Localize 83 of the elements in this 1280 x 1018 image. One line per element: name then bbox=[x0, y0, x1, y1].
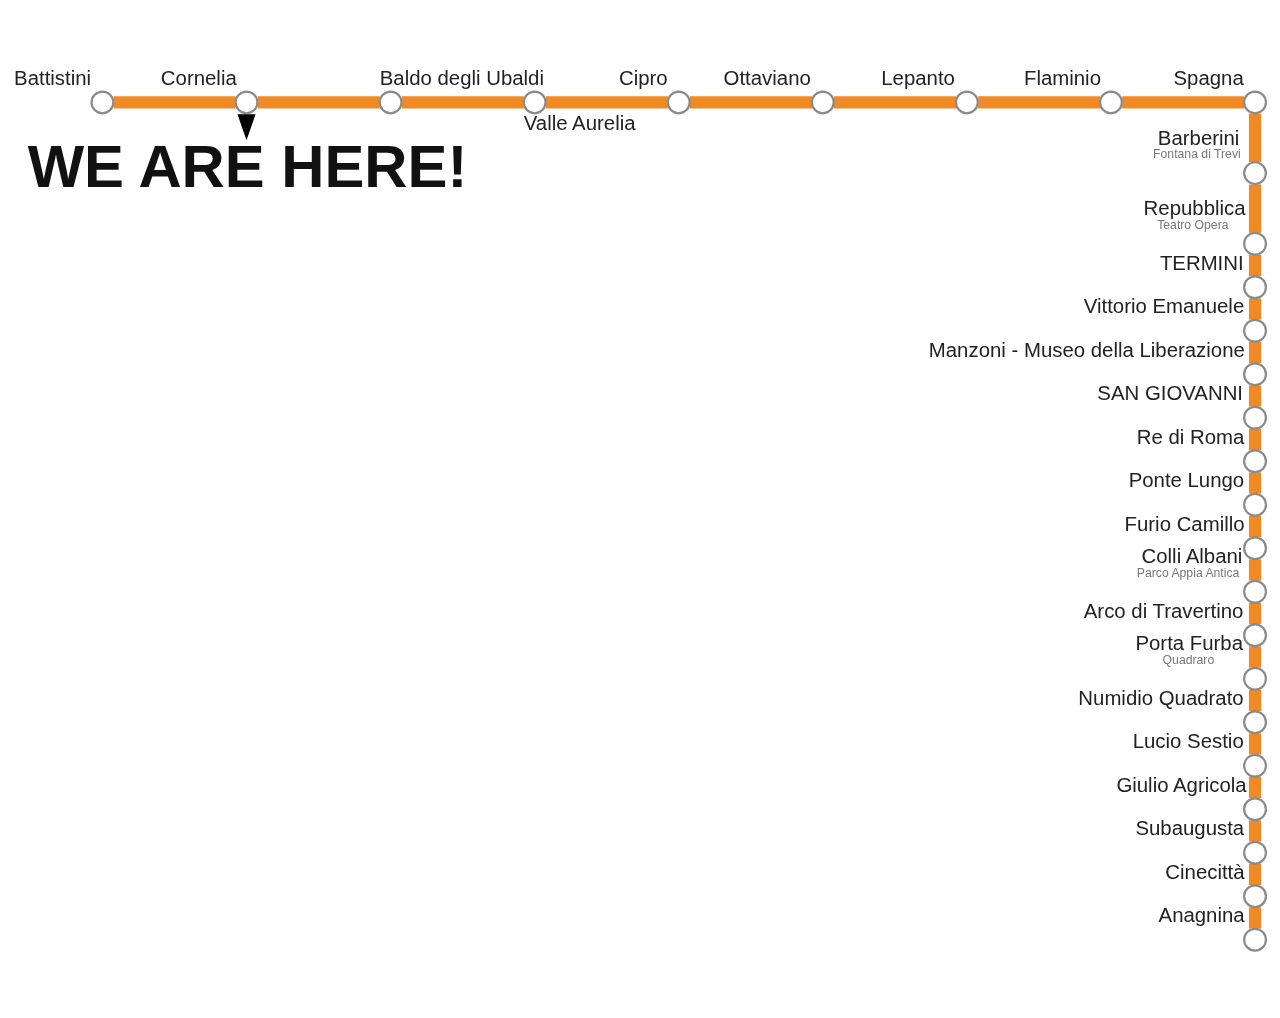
connector bbox=[1248, 428, 1262, 450]
node-text: WE ARE HERE! bbox=[27, 132, 468, 200]
connector bbox=[1248, 254, 1262, 276]
node-label: Re di Roma bbox=[1136, 425, 1245, 448]
node-circle bbox=[1243, 361, 1267, 386]
node-circle bbox=[810, 89, 835, 114]
node-label: Flaminio bbox=[1023, 66, 1101, 89]
connector bbox=[834, 95, 956, 109]
connector bbox=[1248, 341, 1262, 363]
node-label: Giulio Agricola bbox=[1116, 773, 1247, 796]
node-label: Quadraro bbox=[1162, 652, 1215, 667]
node-label: Barberini bbox=[1157, 126, 1240, 149]
connector bbox=[1248, 689, 1262, 711]
node-label: Spagna bbox=[1173, 66, 1244, 89]
node-label: Cornelia bbox=[160, 66, 237, 89]
node-label: Porta Furba bbox=[1135, 631, 1244, 654]
connector bbox=[1248, 298, 1262, 320]
node-label: Numidio Quadrato bbox=[1078, 686, 1244, 709]
connector bbox=[1248, 113, 1262, 162]
node-circle bbox=[1243, 753, 1267, 778]
connector bbox=[1122, 95, 1245, 109]
node-label: Ottaviano bbox=[723, 66, 811, 89]
connector bbox=[1248, 385, 1262, 407]
connector bbox=[113, 95, 236, 109]
node-circle bbox=[1243, 318, 1267, 343]
connector bbox=[1248, 819, 1262, 842]
node-label: Baldo degli Ubaldi bbox=[379, 66, 544, 89]
connector bbox=[257, 95, 380, 109]
node-label: Arco di Travertino bbox=[1083, 599, 1244, 622]
node-circle bbox=[90, 89, 115, 114]
node-label: Fontana di Trevi bbox=[1153, 146, 1241, 161]
node-label: Vittorio Emanuele bbox=[1083, 294, 1245, 317]
connector bbox=[1248, 472, 1262, 494]
node-label: Anagnina bbox=[1158, 903, 1245, 926]
node-circle bbox=[1243, 622, 1267, 647]
node-label: Colli Albani bbox=[1141, 544, 1243, 567]
node-circle bbox=[1243, 579, 1267, 604]
node-label: Ponte Lungo bbox=[1128, 468, 1245, 491]
connector bbox=[690, 95, 812, 109]
connector bbox=[1248, 776, 1262, 798]
node-circle bbox=[1243, 709, 1267, 734]
node-label: Battistini bbox=[14, 66, 92, 89]
node-circle bbox=[1243, 883, 1267, 908]
node-circle bbox=[378, 89, 403, 114]
node-circle bbox=[1243, 448, 1267, 473]
node-label: Furio Camillo bbox=[1124, 512, 1245, 535]
connector bbox=[1248, 906, 1262, 929]
node-circle bbox=[1243, 666, 1267, 691]
node-circle bbox=[666, 89, 691, 114]
node-circle bbox=[1243, 405, 1267, 430]
node-label: Cinecittà bbox=[1165, 860, 1245, 883]
node-circle bbox=[1243, 160, 1267, 185]
node-circle bbox=[1243, 535, 1267, 560]
connector bbox=[978, 95, 1101, 109]
connector bbox=[1248, 732, 1262, 755]
node-label: Parco Appia Antica bbox=[1136, 565, 1240, 580]
node-circle bbox=[1243, 89, 1267, 114]
node-circle bbox=[1243, 492, 1267, 517]
node-label: Subaugusta bbox=[1135, 816, 1245, 839]
connector bbox=[1248, 645, 1262, 668]
connector bbox=[1248, 515, 1262, 537]
node-label: Valle Aurelia bbox=[523, 111, 636, 134]
node-circle bbox=[1243, 927, 1267, 952]
connector bbox=[1248, 863, 1262, 885]
node-circle bbox=[954, 89, 979, 114]
node-circle bbox=[1243, 231, 1267, 256]
node-label: TERMINI bbox=[1159, 251, 1244, 274]
node-label: Lepanto bbox=[881, 66, 955, 89]
node-circle bbox=[1243, 840, 1267, 865]
node-label: SAN GIOVANNI bbox=[1097, 381, 1244, 404]
node-label: Lucio Sestio bbox=[1132, 729, 1244, 752]
connector bbox=[1248, 184, 1262, 233]
node-circle bbox=[1099, 89, 1123, 114]
node-label: Manzoni - Museo della Liberazione bbox=[928, 338, 1245, 361]
connector bbox=[401, 95, 524, 109]
node-label: Repubblica bbox=[1143, 196, 1246, 219]
node-label: Cipro bbox=[618, 66, 668, 89]
node-circle bbox=[522, 89, 547, 114]
connector bbox=[1248, 602, 1262, 624]
node-circle bbox=[1243, 796, 1267, 821]
connector bbox=[1248, 558, 1262, 581]
connector bbox=[545, 95, 668, 109]
node-circle bbox=[1243, 274, 1267, 299]
